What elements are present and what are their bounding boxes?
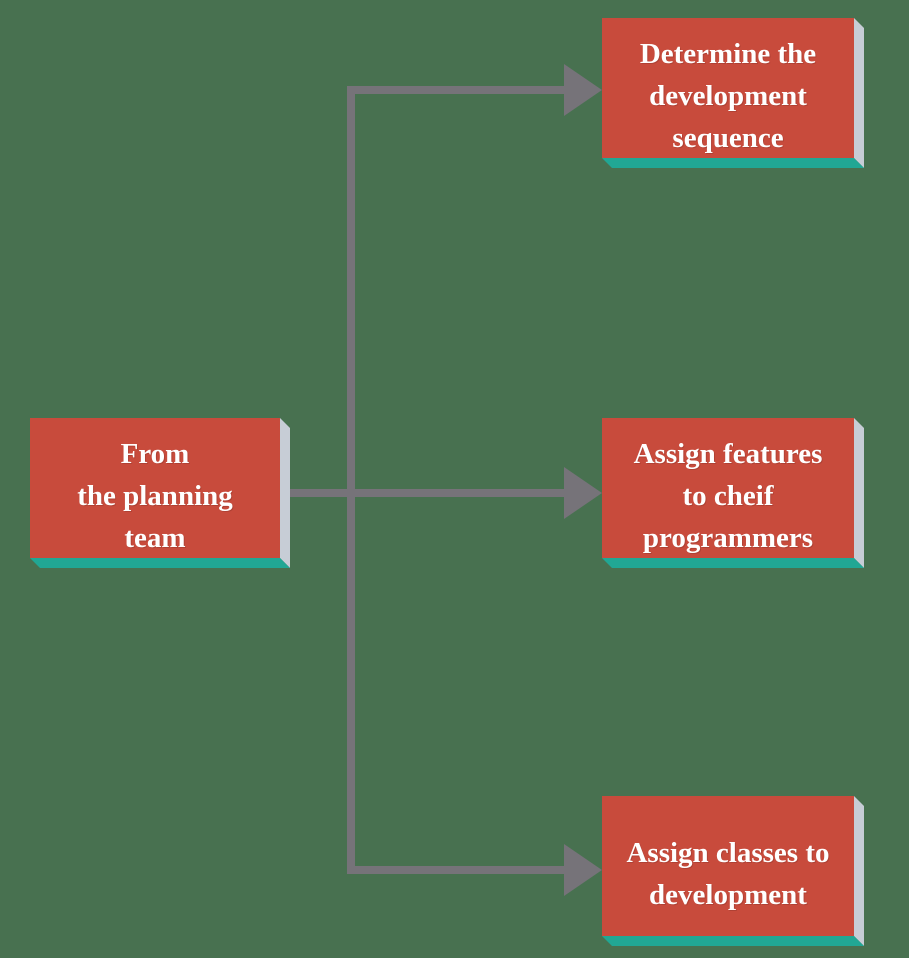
node-planning-team: From the planning team	[30, 418, 290, 568]
node-side-face	[854, 796, 864, 946]
arrowhead-middle-icon	[564, 467, 602, 519]
node-label: Assign features to cheif programmers	[633, 438, 823, 554]
node-bottom-face	[30, 558, 290, 568]
node-label: From the planning team	[77, 438, 233, 554]
node-side-face	[854, 18, 864, 168]
node-box: Assign features to cheif programmers	[602, 418, 854, 558]
connector-branch-bottom	[347, 866, 566, 874]
node-assign-features: Assign features to cheif programmers	[602, 418, 864, 568]
node-bottom-face	[602, 158, 864, 168]
node-box: Assign classes to development	[602, 796, 854, 936]
node-label: Determine the development sequence	[639, 38, 817, 154]
node-bottom-face	[602, 936, 864, 946]
node-side-face	[280, 418, 290, 568]
node-bottom-face	[602, 558, 864, 568]
connector-branch-middle	[289, 489, 566, 497]
arrowhead-bottom-icon	[564, 844, 602, 896]
connector-vertical-trunk	[347, 86, 355, 874]
node-determine-sequence: Determine the development sequence	[602, 18, 864, 168]
node-assign-classes: Assign classes to development	[602, 796, 864, 946]
node-side-face	[854, 418, 864, 568]
node-box: From the planning team	[30, 418, 280, 558]
node-label: Assign classes to development	[626, 837, 830, 911]
connector-branch-top	[347, 86, 566, 94]
node-box: Determine the development sequence	[602, 18, 854, 158]
arrowhead-top-icon	[564, 64, 602, 116]
